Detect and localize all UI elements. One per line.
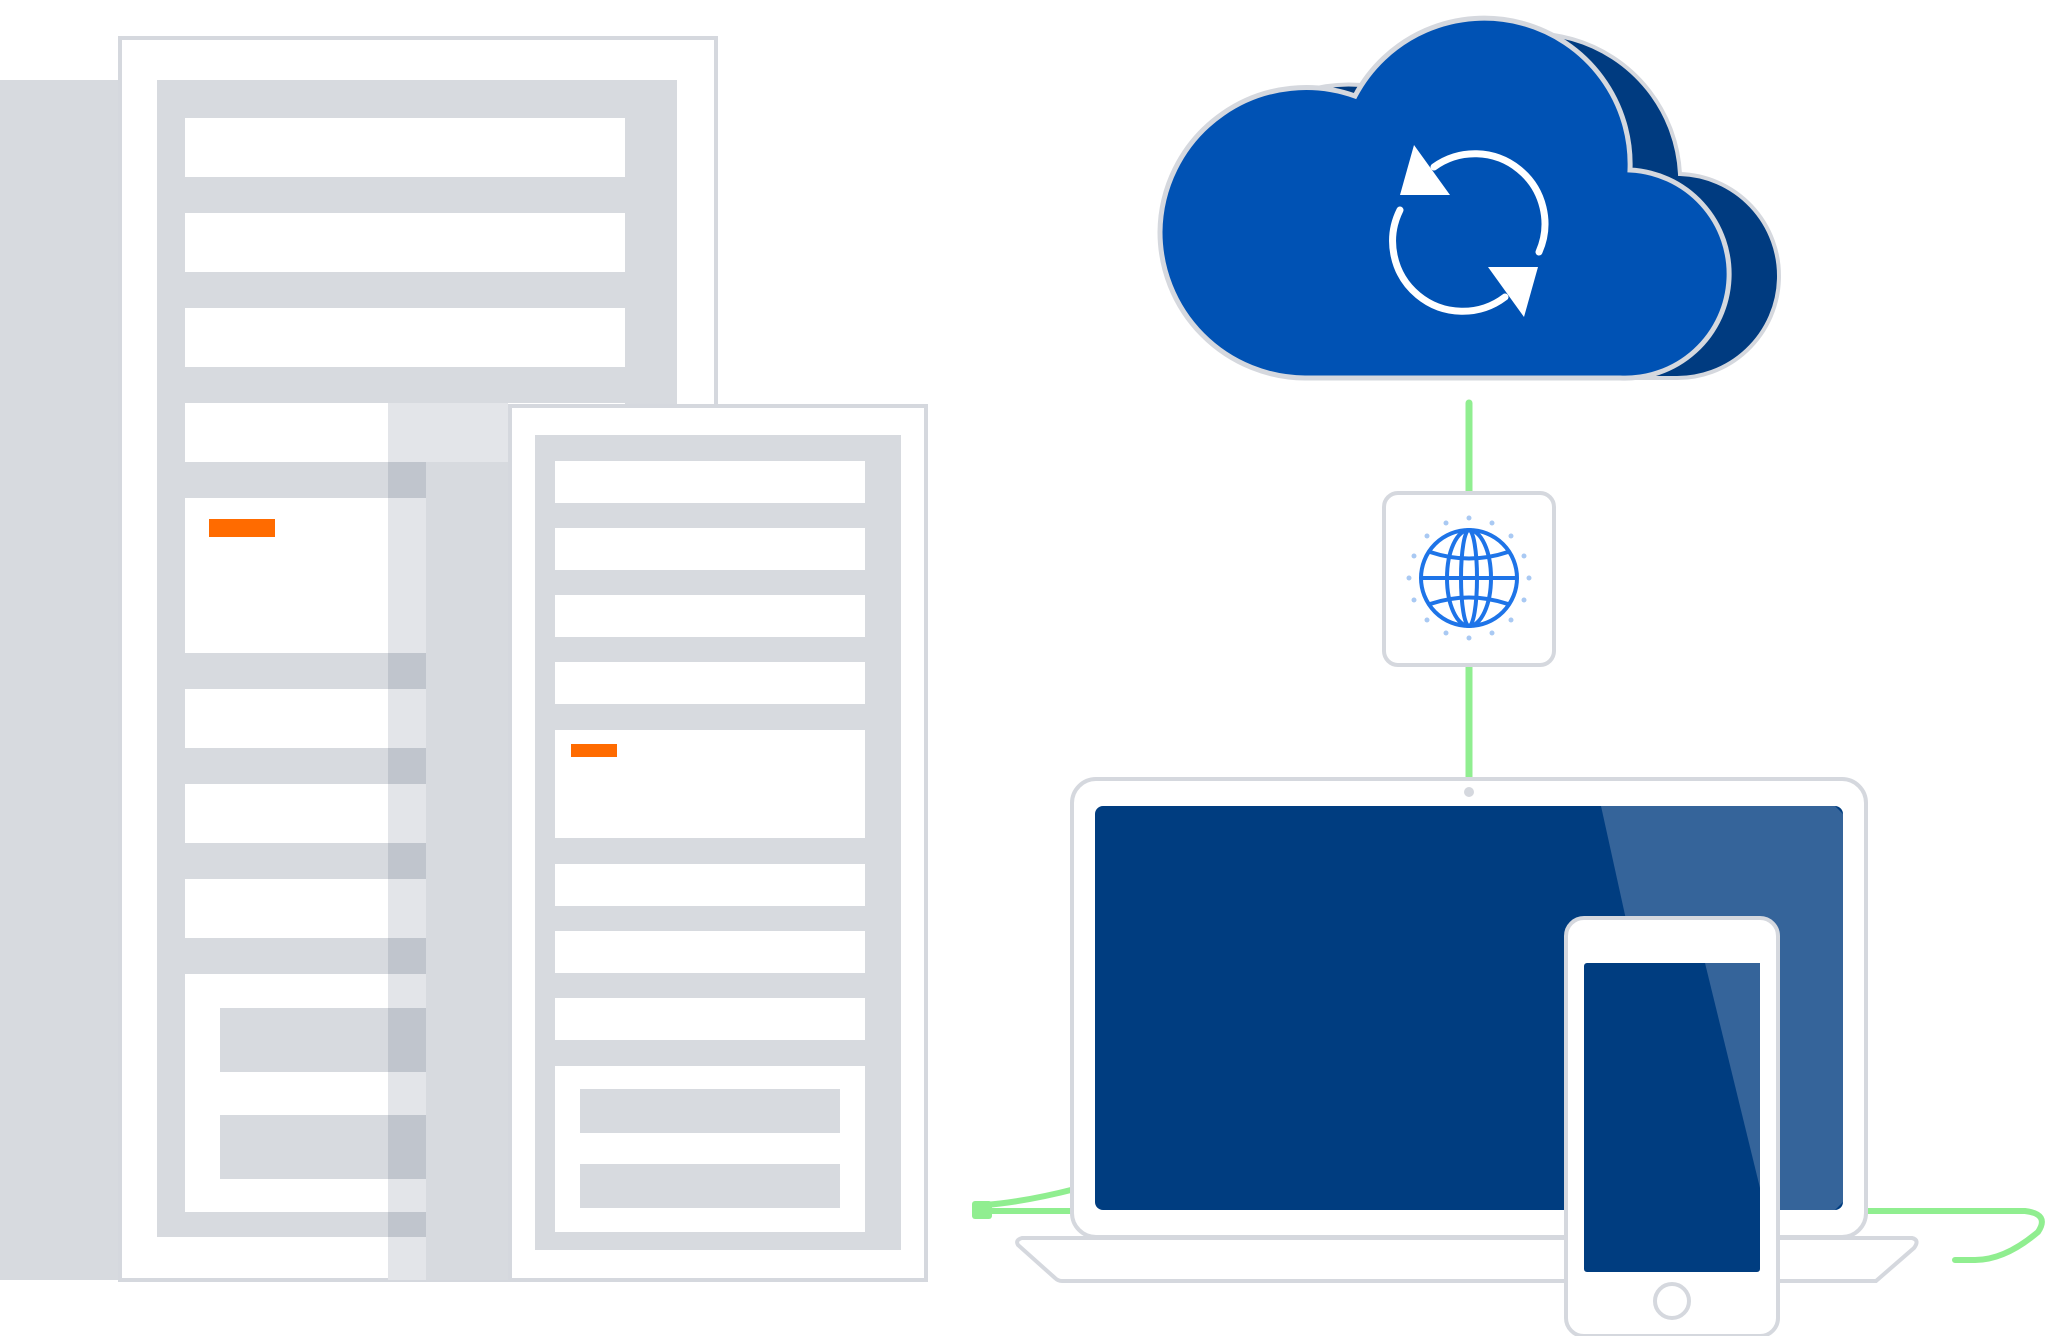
network-cables bbox=[972, 399, 2045, 1263]
server-right-slot bbox=[555, 998, 865, 1040]
server-right-slot bbox=[555, 528, 865, 570]
phone-screen bbox=[1584, 963, 1760, 1272]
smartphone-icon bbox=[1564, 916, 1780, 1336]
globe-node bbox=[1382, 491, 1556, 667]
server-right-slot bbox=[555, 864, 865, 906]
server-right-slot bbox=[555, 662, 865, 704]
server-right-slot bbox=[555, 461, 865, 503]
globe-icon bbox=[1419, 528, 1519, 628]
server-right-status-led bbox=[571, 744, 617, 757]
server-rack-right bbox=[508, 404, 928, 1282]
server-left-slot bbox=[185, 118, 625, 177]
sync-arrows-icon bbox=[1389, 145, 1549, 317]
server-left-slot bbox=[185, 213, 625, 272]
cable-left-plug bbox=[972, 1186, 1078, 1214]
server-gap-highlight bbox=[388, 403, 508, 462]
server-right-drive bbox=[580, 1164, 840, 1208]
phone-screen-glare bbox=[1705, 963, 1760, 1188]
phone-home-button bbox=[1653, 1282, 1691, 1320]
laptop-icon bbox=[1015, 777, 1919, 1283]
server-right-slot bbox=[555, 595, 865, 637]
server-gap-band bbox=[388, 843, 426, 879]
server-gap-band bbox=[388, 938, 426, 974]
server-gap-band bbox=[388, 1212, 426, 1237]
server-gap-band bbox=[388, 1115, 426, 1179]
server-left-shadow-panel bbox=[0, 80, 130, 1280]
sync-arc-top bbox=[1430, 150, 1549, 256]
sync-arrowhead-top bbox=[1400, 145, 1450, 195]
sync-arc-bottom bbox=[1389, 206, 1509, 315]
server-right-drive bbox=[580, 1089, 840, 1133]
server-right-slot bbox=[555, 931, 865, 973]
server-left-status-led bbox=[209, 519, 275, 537]
server-gap-band bbox=[388, 462, 426, 498]
cloud-front-layer bbox=[1157, 15, 1732, 381]
globe-parallel-north bbox=[1429, 550, 1509, 561]
server-gap-band bbox=[388, 653, 426, 689]
globe-halo-dots bbox=[1406, 515, 1532, 641]
server-gap-band bbox=[388, 748, 426, 784]
cable-right-loop bbox=[1863, 1208, 2045, 1263]
cable-left-connector bbox=[972, 1201, 992, 1219]
server-overlap-shadow bbox=[388, 403, 508, 1280]
server-left-slot bbox=[185, 308, 625, 367]
server-gap-band bbox=[388, 1008, 426, 1072]
sync-arrowhead-bottom bbox=[1488, 267, 1538, 317]
laptop-base bbox=[1015, 1236, 1919, 1283]
globe-parallel-south bbox=[1429, 595, 1509, 606]
cloud-icon bbox=[1157, 15, 1782, 381]
laptop-camera bbox=[1464, 787, 1474, 797]
